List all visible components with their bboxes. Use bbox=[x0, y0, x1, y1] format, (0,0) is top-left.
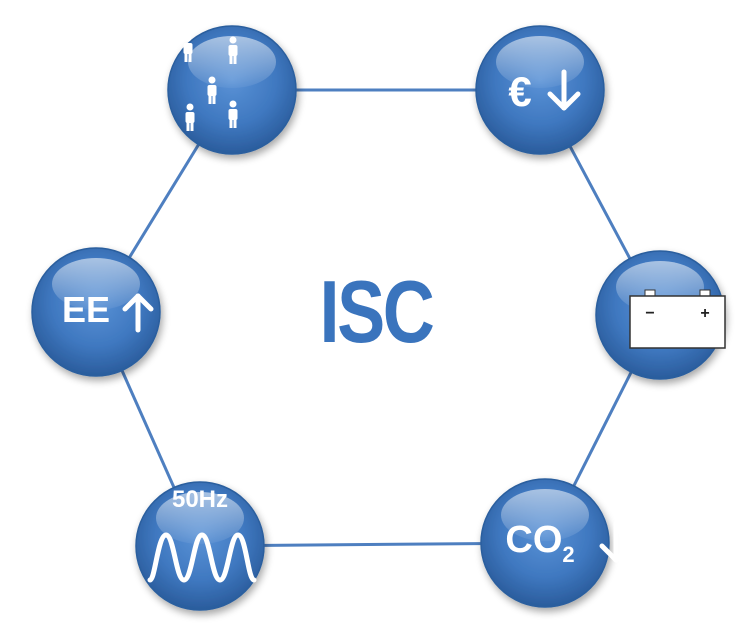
emissions-label-subscript: 2 bbox=[562, 542, 575, 567]
node-efficiency bbox=[31, 247, 161, 377]
node-emissions bbox=[480, 478, 610, 608]
sine-wave-icon bbox=[147, 532, 257, 583]
efficiency-label-text: EE bbox=[61, 289, 111, 330]
people-icon bbox=[183, 34, 238, 131]
up-arrow-icon bbox=[122, 293, 154, 333]
battery-plus: + bbox=[700, 305, 709, 322]
emissions-label: CO2 bbox=[486, 518, 626, 567]
emissions-label-main: CO bbox=[505, 519, 563, 561]
node-frequency bbox=[135, 481, 265, 611]
down-arrow-icon bbox=[547, 69, 581, 111]
battery-icon: − + bbox=[629, 289, 726, 349]
node-gloss bbox=[156, 492, 244, 544]
euro-label: € bbox=[508, 68, 531, 115]
efficiency-label: EE bbox=[38, 290, 158, 330]
emissions-label-text: CO2 bbox=[505, 519, 574, 567]
node-gloss bbox=[501, 489, 589, 541]
battery-minus: − bbox=[645, 305, 654, 322]
frequency-label: 50Hz bbox=[171, 486, 229, 513]
node-cost bbox=[475, 25, 605, 155]
node-gloss bbox=[52, 258, 140, 310]
diagram-center-title: ISC bbox=[319, 262, 435, 361]
co2-down-arrow-icon bbox=[599, 521, 633, 563]
